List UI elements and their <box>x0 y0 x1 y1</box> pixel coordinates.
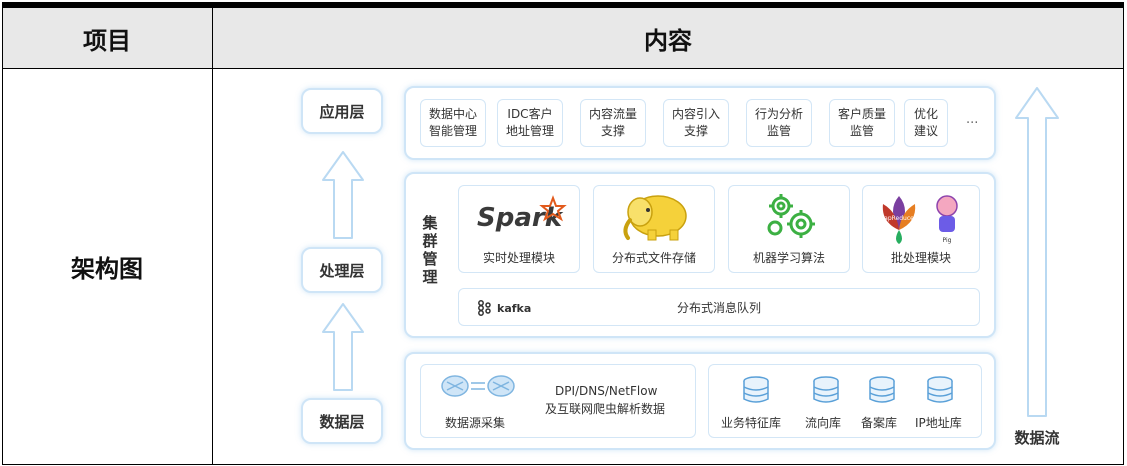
layer-process-label: 处理层 <box>319 261 365 280</box>
app-item-line2: 地址管理 <box>505 124 554 138</box>
app-item-line1: 行为分析 <box>754 107 803 121</box>
layer-data-label: 数据层 <box>319 412 365 431</box>
data-flow-label: 数据流 <box>1014 428 1060 447</box>
data-collect-desc-line2: 及互联网爬虫解析数据 <box>545 402 666 416</box>
module-label: 机器学习算法 <box>752 251 825 265</box>
router-link-icon <box>441 375 515 397</box>
layer-app-label: 应用层 <box>319 102 365 121</box>
app-item-line1: 数据中心 <box>428 107 477 121</box>
app-item-line2: 监管 <box>766 124 791 138</box>
table-bottom-border <box>2 464 1124 465</box>
app-item-line1: 优化 <box>913 107 938 121</box>
table-top-rule <box>2 2 1124 8</box>
app-more-ellipsis: ... <box>966 112 979 127</box>
gears-icon <box>767 194 815 238</box>
kafka-icon <box>478 300 491 316</box>
spark-logo-icon: Spark <box>477 195 567 233</box>
layer-process: 处理层 <box>301 247 383 293</box>
data-collect-label: 数据源采集 <box>445 416 506 430</box>
layer-data: 数据层 <box>301 398 383 444</box>
table-left-border <box>2 8 3 464</box>
module-label: 实时处理模块 <box>482 251 555 265</box>
app-item: 内容流量 支撑 <box>580 99 646 147</box>
module-batch: MapReduce Pig 批处理模块 <box>862 185 980 273</box>
kafka-logo-text: kafka <box>497 302 532 315</box>
layer-app: 应用层 <box>301 88 383 134</box>
app-item: 优化 建议 <box>904 99 948 147</box>
app-item: 内容引入 支撑 <box>663 99 729 147</box>
spark-logo-text: Spark <box>477 203 564 233</box>
kafka-queue: kafka 分布式消息队列 <box>458 288 980 326</box>
app-item-line1: 内容流量 <box>588 107 637 121</box>
app-item-line1: IDC客户 <box>507 107 553 121</box>
module-dfs: 分布式文件存储 <box>593 185 715 273</box>
cluster-label-char: 理 <box>422 268 438 286</box>
module-ml: 机器学习算法 <box>728 185 850 273</box>
app-item: 客户质量 监管 <box>829 99 895 147</box>
module-label: 批处理模块 <box>890 251 951 265</box>
app-item-line1: 内容引入 <box>671 107 720 121</box>
cluster-label-char: 集 <box>422 214 438 232</box>
header-content: 内容 <box>644 26 692 55</box>
up-arrow-icon <box>322 303 364 391</box>
app-item-line1: 客户质量 <box>837 107 886 121</box>
mapreduce-pig-icon: MapReduce Pig <box>879 195 958 244</box>
header-item: 项目 <box>83 26 131 55</box>
database-icon <box>743 376 769 403</box>
app-item: IDC客户 地址管理 <box>497 99 563 147</box>
app-item-line2: 智能管理 <box>428 124 477 138</box>
database-group: 业务特征库 流向库 备案库 IP地址库 <box>708 364 982 438</box>
cluster-label-char: 群 <box>422 232 438 250</box>
app-item: 数据中心 智能管理 <box>420 99 486 147</box>
table-header-divider <box>2 68 1124 69</box>
kafka-label: 分布式消息队列 <box>677 301 762 315</box>
data-collect-desc-line1: DPI/DNS/NetFlow <box>555 384 658 398</box>
database-label: 备案库 <box>861 416 898 430</box>
module-label: 分布式文件存储 <box>611 251 696 265</box>
table-column-divider <box>212 8 213 464</box>
database-icon <box>869 376 895 403</box>
up-arrow-icon <box>322 151 364 239</box>
mapreduce-logo-text: MapReduce <box>879 215 914 222</box>
cluster-management-label: 集 群 管 理 <box>420 214 440 286</box>
pig-logo-text: Pig <box>943 237 952 244</box>
app-item: 行为分析 监管 <box>746 99 812 147</box>
database-label: 流向库 <box>805 416 842 430</box>
hadoop-elephant-icon <box>623 195 687 241</box>
data-flow-arrow-icon <box>1015 87 1059 417</box>
data-collect-box: 数据源采集 DPI/DNS/NetFlow 及互联网爬虫解析数据 <box>420 364 696 438</box>
cluster-label-char: 管 <box>422 250 438 268</box>
app-item-line2: 监管 <box>849 124 874 138</box>
database-label: IP地址库 <box>915 416 962 430</box>
database-icon <box>927 376 953 403</box>
table-header-background <box>2 8 1124 68</box>
module-realtime: Spark 实时处理模块 <box>458 185 580 273</box>
app-item-line2: 支撑 <box>600 124 625 138</box>
database-label: 业务特征库 <box>721 416 782 430</box>
table-right-border <box>1123 8 1124 464</box>
app-item-line2: 支撑 <box>683 124 708 138</box>
app-item-line2: 建议 <box>913 124 938 138</box>
database-icon <box>813 376 839 403</box>
row-label: 架构图 <box>71 255 143 283</box>
